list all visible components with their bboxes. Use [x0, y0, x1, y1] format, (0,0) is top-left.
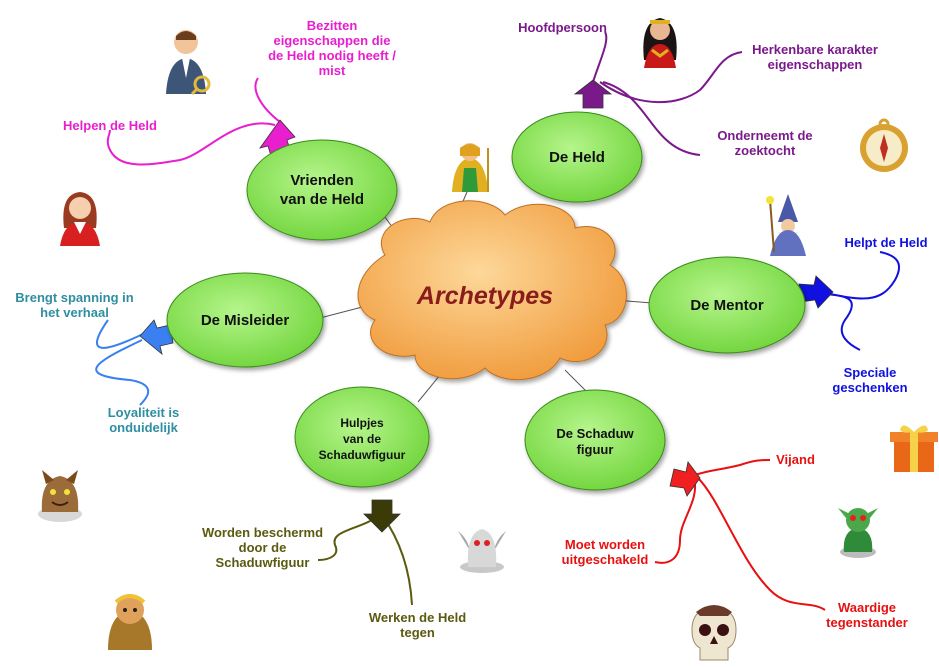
aquaman-icon [452, 143, 489, 192]
node-misleider[interactable]: De Misleider [200, 311, 290, 329]
label-helpt: Helpt de Held [844, 235, 928, 250]
gargoyle-icon [458, 529, 506, 573]
wonderwoman-icon [643, 18, 677, 68]
werewolf-icon [38, 470, 82, 522]
node-schaduw-shape [524, 389, 666, 491]
skull-icon [691, 605, 737, 661]
woman-avatar-icon [60, 192, 100, 246]
label-herkenbare: Herkenbare karakter eigenschappen [752, 42, 878, 72]
node-held[interactable]: De Held [549, 148, 605, 166]
wizard-icon [766, 194, 806, 256]
node-shapes [166, 111, 806, 491]
label-speciale: Speciale geschenken [832, 365, 908, 395]
node-schaduw[interactable]: De Schaduw figuur [556, 426, 634, 457]
node-hulpjes[interactable]: Hulpjes van de Schaduwfiguur [318, 416, 406, 462]
businessman-key-icon [166, 30, 211, 96]
label-moet: Moet worden uitgeschakeld [561, 537, 649, 567]
center-title: Archetypes [416, 282, 554, 310]
label-hoofdpersoon: Hoofdpersoon [518, 20, 607, 35]
branch-speciale [821, 293, 861, 351]
node-hulpjes-shape [294, 386, 430, 488]
branch-vijand [694, 459, 771, 476]
caveman-icon [108, 594, 152, 650]
label-brengt: Brengt spanning in het verhaal [15, 290, 134, 320]
compass-icon [860, 118, 908, 172]
branch-curves [95, 31, 900, 611]
node-misleider-shape [166, 272, 324, 368]
branch-helpt [819, 251, 900, 300]
connector-hulpjes [417, 374, 441, 403]
icons [38, 18, 938, 661]
branch-helpen [106, 122, 276, 166]
label-onderneemt: Onderneemt de zoektocht [717, 128, 813, 158]
goblin-icon [838, 508, 878, 558]
node-held-shape [511, 111, 643, 203]
arrow-schaduw [669, 461, 701, 497]
branch-moet [654, 477, 697, 564]
node-mentor[interactable]: De Mentor [690, 296, 764, 314]
node-mentor-shape [648, 256, 806, 354]
node-vrienden[interactable]: Vrienden van de Held [279, 172, 365, 208]
label-loyaliteit: Loyaliteit is onduidelijk [107, 405, 180, 435]
arrows [139, 79, 834, 533]
label-worden: Worden beschermd door de Schaduwfiguur [201, 525, 324, 570]
gift-icon [890, 425, 938, 472]
arrow-hulpjes [363, 499, 401, 533]
label-werken: Werken de Held tegen [368, 610, 467, 640]
branch-herkenbare [599, 51, 743, 104]
label-helpen: Helpen de Held [63, 118, 157, 133]
branch-waardige [697, 477, 826, 611]
branch-loyaliteit [95, 339, 150, 406]
label-vijand: Vijand [776, 452, 815, 467]
center-cloud [357, 200, 627, 381]
branch-hoofdpersoon [592, 31, 608, 83]
branch-brengt [95, 319, 146, 349]
branch-worden [317, 514, 381, 561]
node-vrienden-shape [246, 139, 398, 241]
branch-bezitten [254, 77, 281, 123]
label-waardige: Waardige tegenstander [826, 600, 908, 630]
label-bezitten: Bezitten eigenschappen die de Held nodig… [268, 18, 396, 78]
branch-onderneemt [602, 81, 701, 156]
branch-werken [381, 514, 413, 606]
arrow-held [573, 79, 613, 109]
